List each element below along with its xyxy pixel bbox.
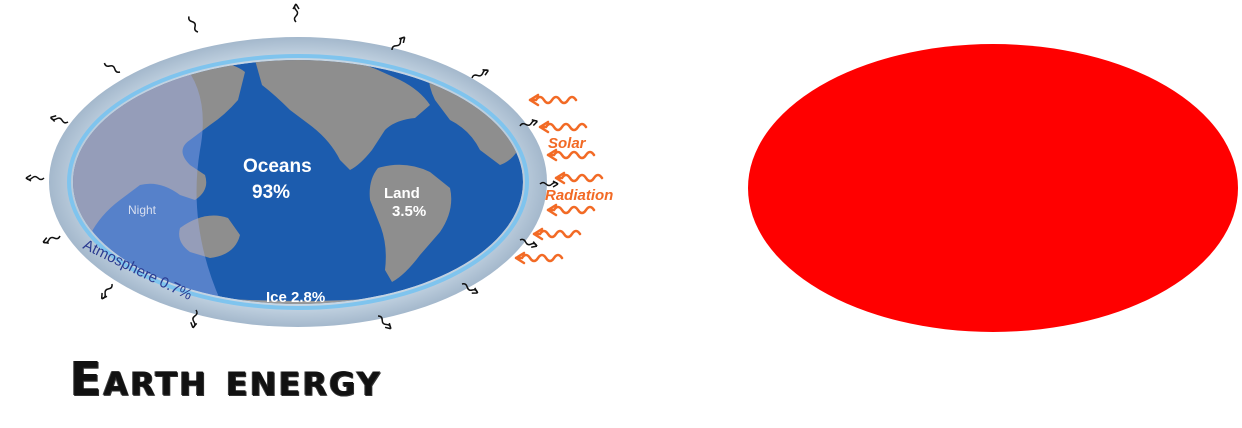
outgoing-arrow bbox=[42, 235, 61, 245]
solar-label: Solar bbox=[548, 135, 587, 152]
solar-arrow bbox=[546, 148, 596, 162]
atmosphere-inner-ring bbox=[67, 54, 529, 310]
outgoing-arrow bbox=[190, 309, 198, 329]
night-label: Night bbox=[128, 203, 157, 217]
north-america-landmass bbox=[255, 60, 430, 170]
outgoing-arrow bbox=[292, 3, 300, 23]
red-ellipse bbox=[748, 44, 1238, 332]
earth-energy-title: Earth energy bbox=[70, 352, 382, 406]
outgoing-arrow bbox=[49, 115, 69, 124]
outgoing-arrow bbox=[519, 119, 538, 127]
land-label: Land bbox=[384, 185, 420, 202]
radiation-label: Radiation bbox=[545, 187, 613, 204]
oceans-label: Oceans bbox=[243, 156, 312, 177]
australia-landmass bbox=[179, 215, 240, 258]
south-america-landmass bbox=[369, 164, 452, 282]
solar-radiation-arrows bbox=[514, 93, 604, 265]
solar-arrow bbox=[538, 120, 588, 134]
outgoing-radiation-arrows bbox=[25, 3, 559, 330]
outgoing-arrow bbox=[391, 36, 406, 51]
solar-arrow bbox=[532, 227, 582, 241]
land-percent-label: 3.5% bbox=[392, 203, 426, 220]
outgoing-arrow bbox=[188, 16, 199, 33]
solar-arrow bbox=[554, 171, 604, 185]
solar-arrow bbox=[514, 251, 564, 265]
outgoing-arrow bbox=[100, 283, 113, 300]
outgoing-arrow bbox=[103, 62, 121, 73]
outgoing-arrow bbox=[461, 283, 479, 294]
outgoing-arrow bbox=[519, 238, 538, 249]
outgoing-arrow bbox=[539, 180, 559, 188]
ice-label: Ice 2.8% bbox=[266, 289, 325, 306]
outgoing-arrow bbox=[25, 174, 45, 182]
solar-arrow bbox=[546, 203, 596, 217]
outgoing-arrow bbox=[471, 69, 489, 79]
solar-arrow bbox=[528, 93, 578, 107]
outgoing-arrow bbox=[377, 315, 392, 330]
oceans-percent-label: 93% bbox=[252, 182, 290, 203]
